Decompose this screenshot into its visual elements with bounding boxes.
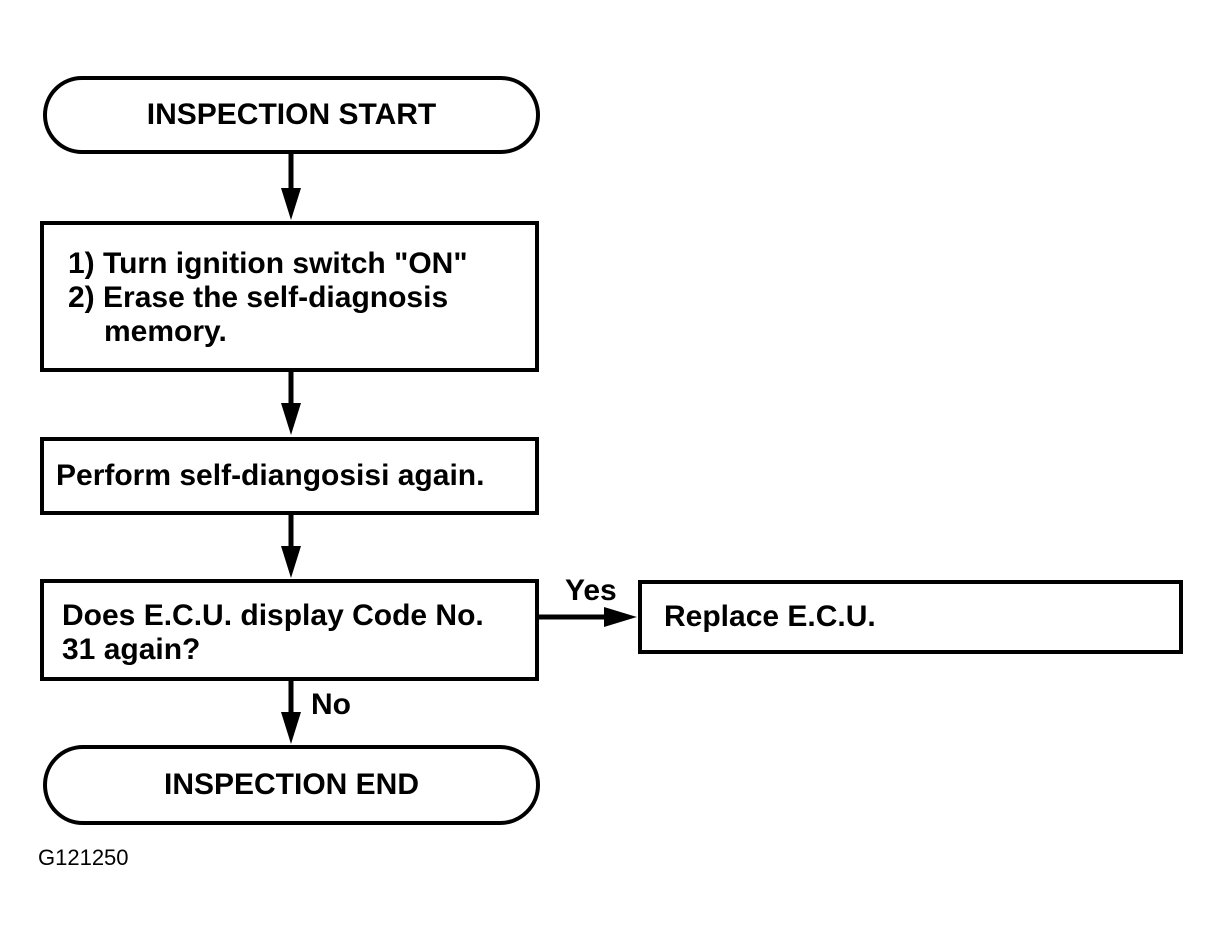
decision-line-1: Does E.C.U. display Code No.: [62, 599, 484, 632]
arrowhead-step1-to-step2: [281, 403, 301, 435]
decision-node: Does E.C.U. display Code No. 31 again?: [40, 579, 539, 681]
step1-node: 1) Turn ignition switch "ON" 2) Erase th…: [40, 221, 539, 372]
yes-label: Yes: [565, 574, 617, 607]
inspection-start-node: INSPECTION START: [43, 76, 540, 154]
no-label: No: [311, 688, 351, 721]
arrowhead-start-to-step1: [281, 188, 301, 220]
step1-line-1: 1) Turn ignition switch "ON": [68, 247, 468, 280]
step1-line-2: 2) Erase the self-diagnosis: [68, 281, 449, 314]
inspection-start-label: INSPECTION START: [146, 98, 437, 131]
replace-ecu-label: Replace E.C.U.: [664, 600, 876, 633]
replace-ecu-node: Replace E.C.U.: [638, 580, 1183, 654]
arrowhead-step2-to-decision: [281, 546, 301, 578]
inspection-end-label: INSPECTION END: [163, 768, 420, 801]
step1-line-3: memory.: [104, 315, 227, 348]
arrowhead-decision-no: [281, 712, 301, 744]
step2-label: Perform self-diangosisi again.: [56, 459, 485, 492]
step2-node: Perform self-diangosisi again.: [40, 437, 539, 515]
inspection-end-node: INSPECTION END: [43, 745, 540, 825]
figure-id: G121250: [38, 845, 129, 870]
arrowhead-decision-yes: [604, 607, 637, 627]
decision-line-2: 31 again?: [62, 633, 201, 666]
